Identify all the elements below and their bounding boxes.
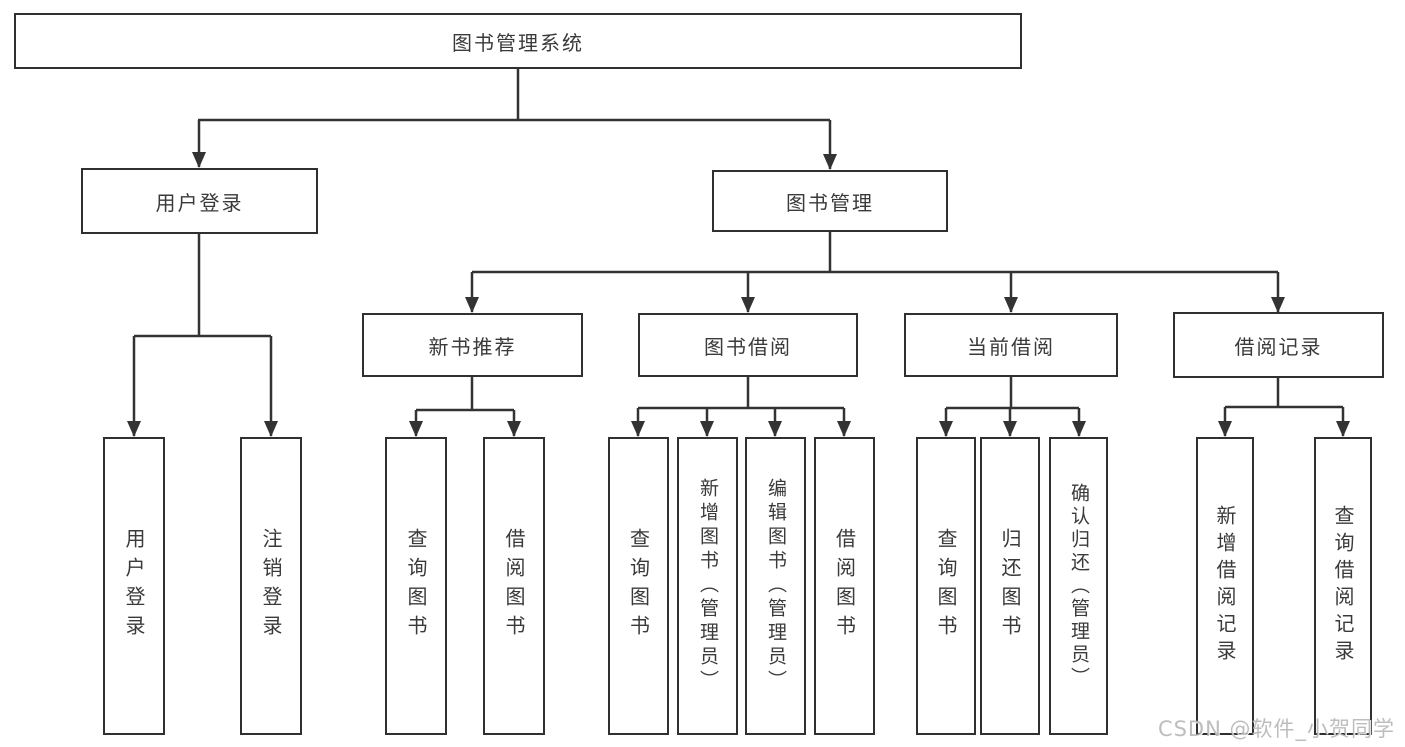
leaf-borrowing-add-books-admin-label: 新增图书（管理员） <box>697 478 719 694</box>
leaf-current-return-books-label: 归还图书 <box>998 528 1022 644</box>
leaf-borrowing-edit-books-admin: 编辑图书（管理员） <box>745 437 806 735</box>
leaf-current-confirm-return-admin: 确认归还（管理员） <box>1049 437 1108 735</box>
leaf-current-confirm-return-admin-label: 确认归还（管理员） <box>1068 482 1090 690</box>
node-new-book-recommendation: 新书推荐 <box>362 313 583 377</box>
leaf-records-add-record: 新增借阅记录 <box>1196 437 1254 735</box>
leaf-logout: 注销登录 <box>240 437 302 735</box>
leaf-recommend-borrow-books: 借阅图书 <box>483 437 545 735</box>
node-current-borrowing-label: 当前借阅 <box>967 334 1055 359</box>
leaf-borrowing-edit-books-admin-label: 编辑图书（管理员） <box>765 478 787 694</box>
node-borrowing-records: 借阅记录 <box>1173 312 1384 378</box>
leaf-logout-label: 注销登录 <box>259 528 283 644</box>
node-root: 图书管理系统 <box>14 13 1022 69</box>
leaf-recommend-query-books-label: 查询图书 <box>404 528 428 644</box>
node-book-borrowing: 图书借阅 <box>638 313 858 377</box>
node-book-management-label: 图书管理 <box>786 190 874 215</box>
node-borrowing-records-label: 借阅记录 <box>1234 334 1323 359</box>
node-book-management: 图书管理 <box>712 170 948 232</box>
node-user-login: 用户登录 <box>81 168 318 234</box>
node-current-borrowing: 当前借阅 <box>904 313 1118 377</box>
leaf-records-query-record: 查询借阅记录 <box>1314 437 1372 735</box>
leaf-records-query-record-label: 查询借阅记录 <box>1331 505 1355 667</box>
leaf-records-add-record-label: 新增借阅记录 <box>1213 505 1237 667</box>
leaf-borrowing-query-books-label: 查询图书 <box>626 528 651 644</box>
leaf-user-login: 用户登录 <box>103 437 165 735</box>
leaf-user-login-label: 用户登录 <box>122 528 146 644</box>
leaf-borrowing-query-books: 查询图书 <box>608 437 669 735</box>
csdn-watermark: CSDN @软件_小贺同学 <box>1157 717 1395 741</box>
leaf-current-query-books: 查询图书 <box>916 437 976 735</box>
leaf-recommend-borrow-books-label: 借阅图书 <box>502 528 526 644</box>
leaf-current-return-books: 归还图书 <box>980 437 1040 735</box>
leaf-borrowing-add-books-admin: 新增图书（管理员） <box>677 437 738 735</box>
node-user-login-label: 用户登录 <box>155 190 244 215</box>
node-root-label: 图书管理系统 <box>452 30 584 55</box>
node-book-borrowing-label: 图书借阅 <box>704 334 792 359</box>
leaf-recommend-query-books: 查询图书 <box>385 437 447 735</box>
leaf-borrowing-borrow-books-label: 借阅图书 <box>832 528 857 644</box>
leaf-current-query-books-label: 查询图书 <box>934 528 958 644</box>
node-new-book-recommendation-label: 新书推荐 <box>428 334 517 359</box>
leaf-borrowing-borrow-books: 借阅图书 <box>814 437 875 735</box>
